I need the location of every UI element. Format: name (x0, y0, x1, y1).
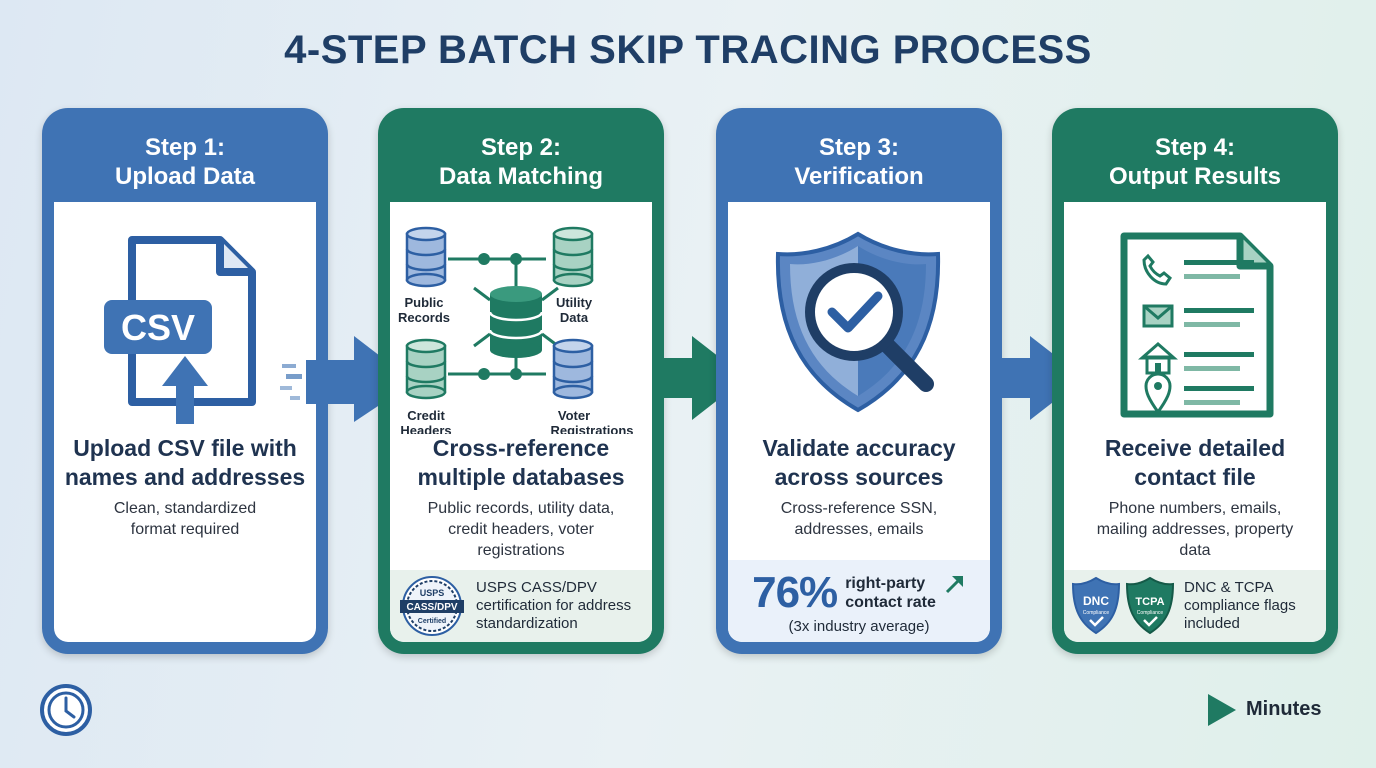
step-2-description: Public records, utility data, credit hea… (398, 498, 644, 561)
step-1-heading-line-2: names and addresses (64, 464, 306, 490)
step-4-note-line-3: included (1184, 615, 1240, 632)
mail-icon (1142, 304, 1174, 328)
step-2-heading-line-1: Cross-reference (432, 435, 610, 461)
step-3-header: Step 3: Verification (725, 117, 993, 203)
voter-registrations-db-icon (552, 338, 594, 400)
step-3-card: Step 3: Verification Validate accuracy a… (716, 108, 1002, 654)
tcpa-badge-main: TCPA (1135, 596, 1164, 608)
step-2-note-line-3: standardization (476, 615, 578, 632)
db-label-voter-2: Registrations (550, 423, 633, 434)
step-4-desc-line-3: data (1179, 542, 1211, 559)
db-label-credit-2: Headers (400, 423, 451, 434)
usps-seal-icon: USPS CASS/DPV Certified (400, 576, 464, 636)
seal-text-1: USPS (420, 588, 445, 598)
csv-label: CSV (121, 307, 195, 348)
step-1-name: Upload Data (114, 163, 255, 190)
step-2-card: Step 2: Data Matching (378, 108, 664, 654)
csv-file-upload-icon: CSV (104, 236, 256, 424)
utility-data-db-icon (552, 226, 594, 288)
step-4-description: Phone numbers, emails, mailing addresses… (1072, 498, 1318, 561)
step-1-heading: Upload CSV file with names and addresses (58, 434, 312, 492)
step-2-number: Step 2: (480, 134, 561, 161)
step-2-body: Public Records Utility Data Credit Heade… (390, 202, 652, 642)
step-4-note-text: DNC & TCPA compliance flags included (1184, 579, 1296, 633)
step-1-desc-line-1: Clean, standardized (113, 500, 257, 517)
step-1-description: Clean, standardized format required (62, 498, 308, 540)
step-3-heading-line-1: Validate accuracy (762, 435, 956, 461)
step-4-desc-line-2: mailing addresses, property (1096, 521, 1294, 538)
db-label-utility-2: Data (560, 310, 589, 325)
phone-icon (1142, 253, 1172, 286)
timeline (40, 684, 1236, 736)
step-4-header: Step 4: Output Results (1061, 117, 1329, 203)
db-label-voter-1: Voter (558, 408, 590, 423)
trend-up-arrow-icon (945, 575, 963, 593)
step-2-name: Data Matching (438, 163, 603, 190)
clock-icon (40, 684, 92, 736)
step-1-body: CSV Upload CSV file with names and addre… (54, 202, 316, 642)
contact-file-icon (1120, 232, 1274, 418)
step-2-note-text: USPS CASS/DPV certification for address … (476, 579, 631, 633)
step-3-number: Step 3: (818, 134, 899, 161)
tcpa-badge-sub: Compliance (1137, 610, 1164, 616)
step-2-desc-line-3: registrations (477, 542, 565, 559)
step-1-heading-line-1: Upload CSV file with (73, 435, 297, 461)
step-3-body: Validate accuracy across sources Cross-r… (728, 202, 990, 642)
dnc-badge-main: DNC (1083, 594, 1109, 608)
stat-label-line-1: right-party (845, 574, 926, 592)
step-3-desc-line-2: addresses, emails (794, 521, 924, 538)
shield-magnifier-check-icon (775, 231, 941, 413)
step-1-number: Step 1: (144, 134, 225, 161)
timeline-label: Minutes (1246, 698, 1322, 720)
db-label-public-2: Records (398, 310, 450, 325)
db-label-utility-1: Utility (556, 295, 593, 310)
stat-subtext: (3x industry average) (788, 617, 930, 635)
step-1-header: Step 1: Upload Data (51, 117, 319, 203)
location-pin-icon (1144, 372, 1172, 415)
credit-headers-db-icon (405, 338, 447, 400)
step-2-desc-line-2: credit headers, voter (448, 521, 594, 538)
seal-text-2: CASS/DPV (406, 602, 457, 613)
step-2-header: Step 2: Data Matching (387, 117, 655, 203)
dnc-shield-icon: DNC Compliance (1071, 576, 1121, 635)
stat-label-line-2: contact rate (845, 593, 936, 611)
step-4-name: Output Results (1109, 163, 1281, 190)
step-3-name: Verification (794, 163, 924, 190)
step-2-note-line-2: certification for address (476, 597, 632, 614)
tcpa-shield-icon: TCPA Compliance (1125, 576, 1175, 635)
compliance-badges-icon: DNC Compliance TCPA Compliance (1071, 576, 1175, 635)
step-1-desc-line-2: format required (130, 521, 240, 538)
step-2-heading: Cross-reference multiple databases (394, 434, 648, 492)
step-4-card: Step 4: Output Results (1052, 108, 1338, 654)
step-3-desc-line-1: Cross-reference SSN, (780, 500, 938, 517)
step-3-stat-box: 76% right-party contact rate (3x industr… (728, 560, 990, 642)
step-4-heading-line-1: Receive detailed (1104, 435, 1286, 461)
dnc-badge-sub: Compliance (1083, 610, 1110, 616)
step-2-desc-line-1: Public records, utility data, (427, 500, 615, 517)
db-label-credit-1: Credit (407, 408, 445, 423)
step-4-compliance-note: DNC Compliance TCPA Compliance DNC & TCP… (1064, 570, 1326, 642)
step-3-heading: Validate accuracy across sources (732, 434, 986, 492)
stat-value: 76% (752, 567, 838, 617)
step-4-body: Receive detailed contact file Phone numb… (1064, 202, 1326, 642)
step-4-note-line-1: DNC & TCPA (1184, 579, 1274, 596)
public-records-db-icon (405, 226, 447, 288)
step-4-number: Step 4: (1154, 134, 1235, 161)
page-title: 4-STEP BATCH SKIP TRACING PROCESS (284, 28, 1092, 72)
database-network-icon: Public Records Utility Data Credit Heade… (398, 226, 634, 434)
central-db-icon (488, 286, 544, 358)
step-4-heading: Receive detailed contact file (1068, 434, 1322, 492)
stat-label: right-party contact rate (845, 574, 936, 612)
step-3-heading-line-2: across sources (774, 464, 944, 490)
step-1-card: Step 1: Upload Data CSV Upload CSV file … (42, 108, 328, 654)
step-4-note-line-2: compliance flags (1184, 597, 1296, 614)
step-2-certification-note: USPS CASS/DPV Certified USPS CASS/DPV ce… (390, 570, 652, 642)
step-4-desc-line-1: Phone numbers, emails, (1108, 500, 1282, 517)
step-2-heading-line-2: multiple databases (417, 464, 625, 490)
step-3-description: Cross-reference SSN, addresses, emails (736, 498, 982, 540)
seal-text-3: Certified (418, 618, 446, 625)
step-2-note-line-1: USPS CASS/DPV (476, 579, 597, 596)
step-4-heading-line-2: contact file (1134, 464, 1256, 490)
db-label-public-1: Public (404, 295, 443, 310)
